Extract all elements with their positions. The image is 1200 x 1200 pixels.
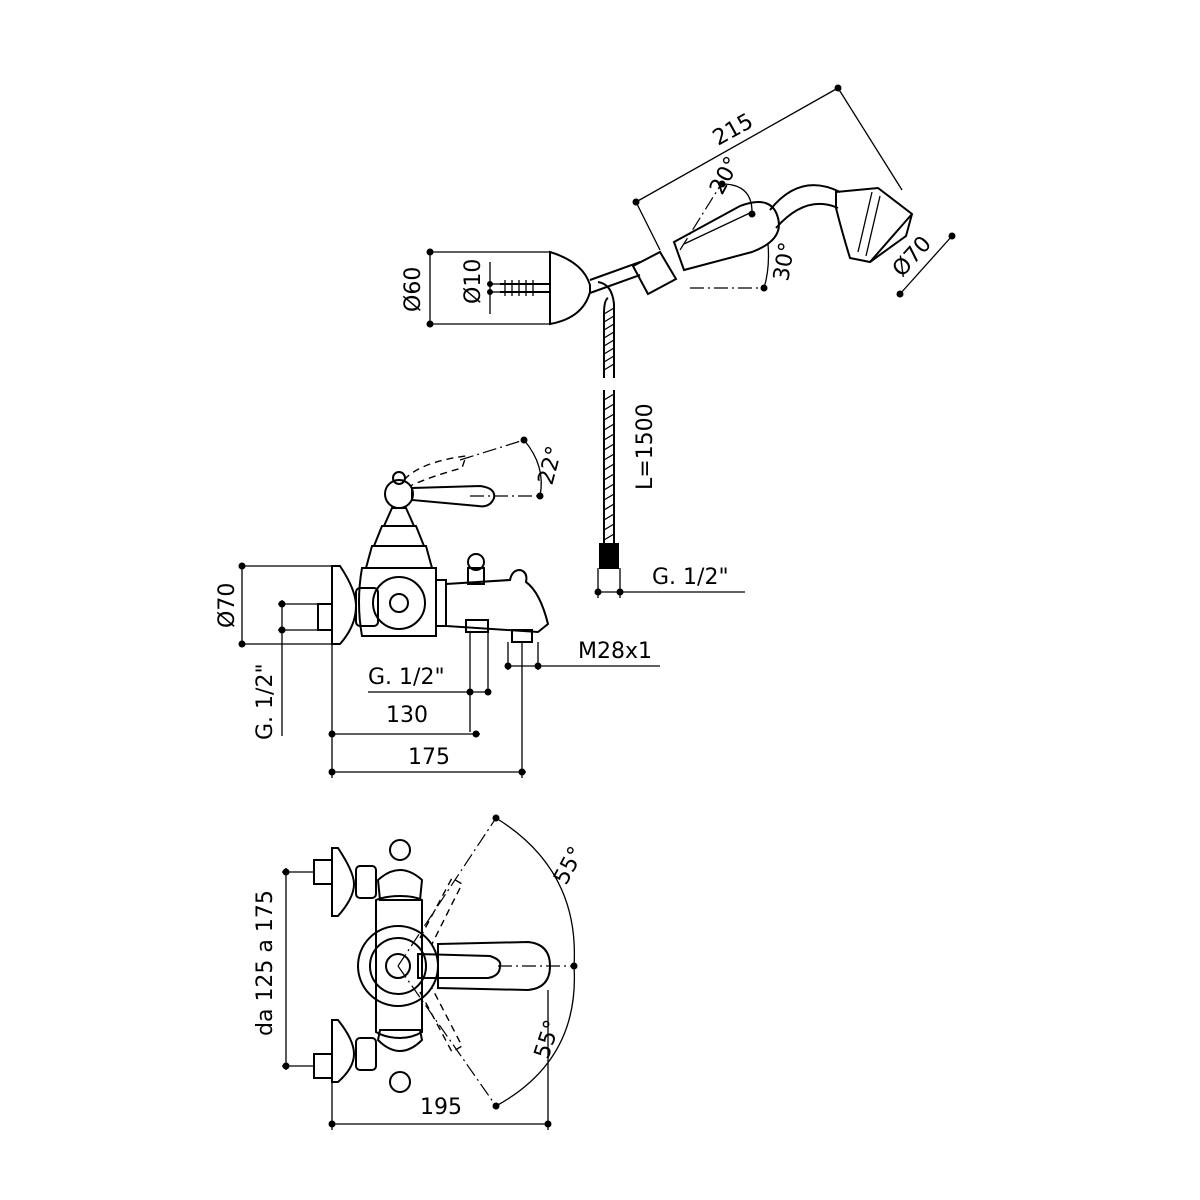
dim-175-label: 175 <box>408 745 450 770</box>
shower-hose <box>594 281 745 598</box>
aerator-thread-label: M28x1 <box>578 639 652 664</box>
mixer-body <box>358 567 437 637</box>
angle-lower-label: 55° <box>530 1017 566 1062</box>
bath-spout <box>445 568 550 634</box>
mixer-top-view <box>282 814 578 1130</box>
inlet-thread-label: G. 1/2" <box>253 663 278 740</box>
mixer-side-view <box>238 436 660 778</box>
shower-handle <box>672 201 780 272</box>
centers-label: da 125 a 175 <box>253 890 278 1036</box>
depth-label: 195 <box>420 1095 462 1120</box>
top-lever <box>417 952 502 979</box>
fixing-diameter-label: Ø10 <box>461 259 486 304</box>
head-diameter-label: Ø70 <box>888 232 937 282</box>
shower-length-label: 215 <box>709 109 758 151</box>
hand-shower-assembly <box>426 84 956 328</box>
shower-neck <box>769 184 841 229</box>
angle-down-label: 30° <box>769 240 800 283</box>
hose-length-label: L=1500 <box>633 403 658 490</box>
shower-head-body <box>835 186 914 264</box>
wall-flange <box>331 565 358 645</box>
hose-fitting <box>599 543 619 569</box>
dim-130-label: 130 <box>386 703 428 728</box>
angle-upper-label: 55° <box>549 843 589 889</box>
mixer-lever <box>411 484 496 508</box>
bracket-arm <box>589 261 641 294</box>
hose-connection-label: G. 1/2" <box>652 565 729 590</box>
bracket-diameter-label: Ø60 <box>401 267 426 312</box>
flange-diameter-label: Ø70 <box>215 583 240 628</box>
fixing-screw <box>500 280 550 296</box>
hose-nut <box>631 250 678 296</box>
outlet-thread-label: G. 1/2" <box>368 665 445 690</box>
wall-bracket <box>549 250 591 326</box>
lever-angle-label: 22° <box>534 443 568 487</box>
